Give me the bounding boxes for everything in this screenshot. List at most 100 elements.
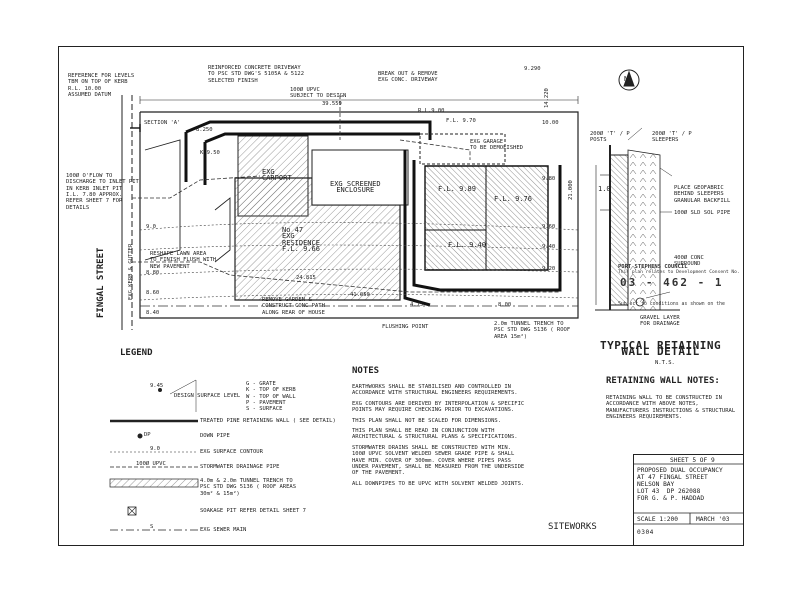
north-letter: N <box>624 75 629 83</box>
dim-41050: 41.050 <box>350 292 370 298</box>
legend-sample-pipe: 100Ø UPVC <box>136 461 166 467</box>
dim-39559: 39.559 <box>322 101 342 107</box>
notes-list: EARTHWORKS SHALL BE STABILISED AND CONTR… <box>352 384 527 487</box>
drawing-date: MARCH '03 <box>696 516 730 523</box>
lawn-outline <box>144 139 231 263</box>
dim-475: 4.75 <box>410 302 424 308</box>
note-2: EXG CONTOURS ARE DERIVED BY INTERPOLATIO… <box>352 400 525 414</box>
legend-symbols <box>109 379 199 531</box>
garage-outline <box>419 133 506 165</box>
level-fl970: F.L. 9.70 <box>446 118 476 124</box>
contour-90: 9.0 <box>146 224 156 230</box>
dim-14220: 14.220 <box>544 88 550 108</box>
note-6: ALL DOWNPIPES TO BE UPVC WITH SOLVENT WE… <box>352 480 525 487</box>
legend-item-wall: TREATED PINE RETAINING WALL ( SEE DETAIL… <box>200 418 336 424</box>
note-5: STORMWATER DRAINS SHALL BE CONSTRUCTED W… <box>352 444 525 477</box>
contour-940: 9.40 <box>542 244 556 250</box>
stormwater-pipes <box>132 95 560 293</box>
note-4: THIS PLAN SHALL BE READ IN CONJUNCTION W… <box>352 428 518 441</box>
legend-sample-contour: 9.0 <box>150 446 160 452</box>
north-arrow-icon <box>618 69 640 91</box>
drawing-scale: SCALE 1:200 <box>637 516 678 523</box>
retaining-notes-text: RETAINING WALL TO BE CONSTRUCTED IN ACCO… <box>606 395 736 421</box>
level-rl900: R.L.9.00 <box>418 108 445 114</box>
retaining-notes-heading: RETAINING WALL NOTES: <box>606 376 720 386</box>
title-block-lines <box>633 463 743 525</box>
kerb-line <box>121 95 133 330</box>
note-1: EARTHWORKS SHALL BE STABILISED AND CONTR… <box>352 384 518 397</box>
legend-design-level: DESIGN SURFACE LEVEL <box>174 393 241 399</box>
contour-880: 8.80 <box>146 270 160 276</box>
contour-1000: 10.00 <box>542 120 559 126</box>
dim-21000: 21.000 <box>568 180 574 200</box>
contour-960: 9.60 <box>542 224 556 230</box>
dimension-top <box>139 96 579 104</box>
property-boundary <box>139 111 579 319</box>
legend-spot: 9.45 <box>150 383 164 389</box>
sheet-number: SHEET 5 OF 9 <box>670 457 715 464</box>
unit-level-1: F.L. 9.89 <box>438 185 476 193</box>
legend-item-trench: 4.0m & 2.0m TUNNEL TRENCH TO PSC STD DWG… <box>200 478 297 497</box>
dim-8250: 8.250 <box>196 127 213 133</box>
dim-24815: 24.815 <box>296 275 316 281</box>
flushing-point-label: FLUSHING POINT <box>382 324 429 330</box>
project-line-5: FOR G. & P. HADDAD <box>637 495 705 502</box>
notes-heading: NOTES <box>352 366 380 376</box>
legend-sample-dp: DP <box>144 432 151 438</box>
retaining-wall-detail <box>595 127 680 311</box>
wall-detail-scale: N.T.S. <box>655 360 675 366</box>
drawing-number: 0304 <box>637 529 654 536</box>
legend-item-sewer: EXG SEWER MAIN <box>200 527 247 533</box>
street-name: FINGAL STREET <box>96 247 106 318</box>
level-k950: K 9.50 <box>200 150 220 156</box>
legend-item-downpipe: DOWN PIPE <box>200 433 230 439</box>
legend-item-soakage: SOAKAGE PIT REFER DETAIL SHEET 7 <box>200 508 306 514</box>
backfill-label: GRANULAR BACKFILL <box>674 198 731 204</box>
dim-800: 8.00 <box>498 302 512 308</box>
title-block: SHEET 5 OF 9 PROPOSED DUAL OCCUPANCY AT … <box>633 454 743 546</box>
unit-level-3: F.L. 9.40 <box>448 241 486 249</box>
note-3: THIS PLAN SHALL NOT BE SCALED FOR DIMENS… <box>352 417 502 424</box>
contour-980: 9.80 <box>542 176 556 182</box>
wall-dim: 1.0 <box>598 185 611 193</box>
contour-860: 8.60 <box>146 290 160 296</box>
section-a-label: SECTION 'A' <box>144 120 181 126</box>
pipe-label: 100Ø SLD SOL PIPE <box>674 210 731 216</box>
project-line-4: LOT 43 DP 262088 <box>637 488 701 495</box>
council-stamp: PORT STEPHENS COUNCIL This plan relates … <box>618 264 740 307</box>
project-line-1: PROPOSED DUAL OCCUPANCY <box>637 467 723 474</box>
contour-920: 9.20 <box>542 266 556 272</box>
project-line-3: NELSON BAY <box>637 481 675 488</box>
legend-item-pipe: STORMWATER DRAINAGE PIPE <box>200 464 280 470</box>
legend-item-contour: EXG SURFACE CONTOUR <box>200 449 263 455</box>
screened-enclosure <box>311 149 409 206</box>
legend-heading: LEGEND <box>120 348 153 358</box>
contour-840: 8.40 <box>146 310 160 316</box>
section-a-marker <box>130 124 141 132</box>
legend-sample-sewer: S <box>150 524 154 530</box>
retaining-wall-unit <box>403 150 562 307</box>
retaining-wall-driveway <box>184 120 432 185</box>
kerb-label: EXG KERB & GUTTER <box>128 243 134 300</box>
siteworks-label: SITEWORKS <box>548 522 597 532</box>
